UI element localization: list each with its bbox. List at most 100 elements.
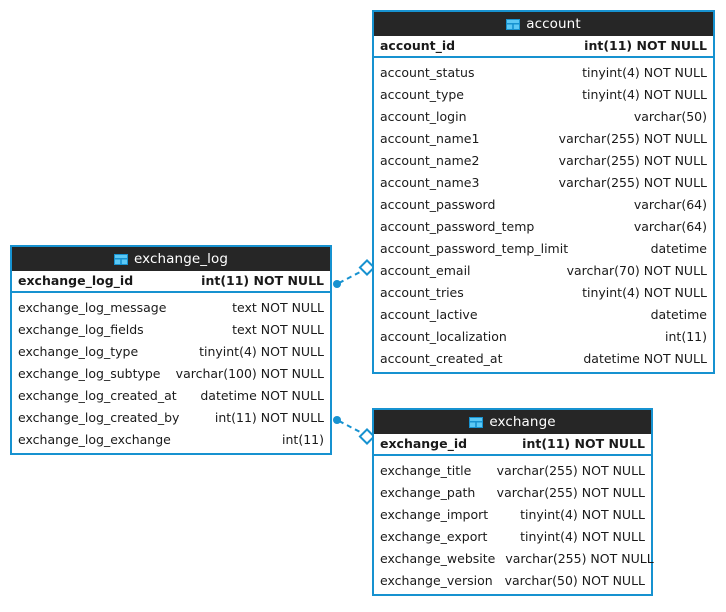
entity-table-account[interactable]: account account_id int(11) NOT NULL acco… — [372, 10, 715, 374]
table-row[interactable]: account_type tinyint(4) NOT NULL — [374, 83, 713, 105]
field-name: account_email — [380, 262, 471, 278]
field-name: account_name1 — [380, 130, 480, 146]
field-name: exchange_log_created_by — [18, 409, 180, 425]
field-name: exchange_log_type — [18, 343, 139, 359]
field-name: account_localization — [380, 328, 507, 344]
relationship-line — [338, 269, 365, 284]
field-name: account_password_temp_limit — [380, 240, 569, 256]
field-type: tinyint(4) NOT NULL — [582, 284, 707, 300]
field-name: exchange_title — [380, 462, 472, 478]
relationship-exchange_log-account — [333, 259, 376, 288]
table-row[interactable]: account_email varchar(70) NOT NULL — [374, 259, 713, 281]
field-name: account_type — [380, 86, 464, 102]
table-row[interactable]: exchange_log_created_at datetime NOT NUL… — [12, 384, 330, 406]
field-type: varchar(50) NOT NULL — [504, 572, 645, 588]
table-row[interactable]: account_password varchar(64) — [374, 193, 713, 215]
entity-primary-key-row-exchange[interactable]: exchange_id int(11) NOT NULL — [374, 434, 651, 456]
table-row[interactable]: exchange_import tinyint(4) NOT NULL — [374, 503, 651, 525]
field-name: account_status — [380, 64, 475, 80]
field-type: datetime NOT NULL — [200, 387, 324, 403]
table-row[interactable]: account_name1 varchar(255) NOT NULL — [374, 127, 713, 149]
field-type: datetime NOT NULL — [583, 350, 707, 366]
table-row[interactable]: account_localization int(11) — [374, 325, 713, 347]
table-row[interactable]: exchange_log_fields text NOT NULL — [12, 318, 330, 340]
field-name: exchange_website — [380, 550, 496, 566]
field-name: exchange_log_message — [18, 299, 167, 315]
field-type: tinyint(4) NOT NULL — [582, 86, 707, 102]
field-name: exchange_log_fields — [18, 321, 144, 337]
table-row[interactable]: exchange_version varchar(50) NOT NULL — [374, 569, 651, 591]
entity-field-list-exchange: exchange_title varchar(255) NOT NULL exc… — [374, 456, 654, 594]
field-name: account_lactive — [380, 306, 478, 322]
entity-title-exchange: exchange — [489, 414, 556, 430]
table-row[interactable]: exchange_path varchar(255) NOT NULL — [374, 481, 651, 503]
entity-field-list-account: account_status tinyint(4) NOT NULL accou… — [374, 58, 713, 372]
field-type: varchar(255) NOT NULL — [505, 550, 654, 566]
pk-field-name: exchange_log_id — [18, 273, 134, 288]
pk-field-type: int(11) NOT NULL — [584, 38, 707, 53]
table-row[interactable]: exchange_log_exchange int(11) — [12, 428, 330, 450]
field-type: tinyint(4) NOT NULL — [520, 528, 645, 544]
field-type: tinyint(4) NOT NULL — [199, 343, 324, 359]
table-row[interactable]: account_password_temp_limit datetime — [374, 237, 713, 259]
pk-field-type: int(11) NOT NULL — [201, 273, 324, 288]
entity-table-exchange_log[interactable]: exchange_log exchange_log_id int(11) NOT… — [10, 245, 332, 455]
table-row[interactable]: exchange_log_subtype varchar(100) NOT NU… — [12, 362, 330, 384]
field-type: varchar(255) NOT NULL — [558, 152, 707, 168]
field-name: exchange_import — [380, 506, 489, 522]
field-name: account_name2 — [380, 152, 480, 168]
table-row[interactable]: account_lactive datetime — [374, 303, 713, 325]
relationship-exchange_log-exchange — [333, 416, 376, 445]
table-row[interactable]: account_status tinyint(4) NOT NULL — [374, 61, 713, 83]
field-type: varchar(64) — [633, 218, 707, 234]
field-name: account_password — [380, 196, 496, 212]
pk-field-type: int(11) NOT NULL — [522, 436, 645, 451]
table-row[interactable]: exchange_log_message text NOT NULL — [12, 296, 330, 318]
table-row[interactable]: account_created_at datetime NOT NULL — [374, 347, 713, 369]
entity-title-exchange_log: exchange_log — [133, 251, 229, 267]
field-name: exchange_version — [380, 572, 493, 588]
table-row[interactable]: account_password_temp varchar(64) — [374, 215, 713, 237]
entity-header-exchange: exchange — [374, 410, 651, 434]
field-name: account_password_temp — [380, 218, 535, 234]
table-row[interactable]: account_name2 varchar(255) NOT NULL — [374, 149, 713, 171]
relationship-endpoint-dot — [333, 416, 341, 424]
table-icon — [469, 416, 484, 428]
field-name: exchange_log_exchange — [18, 431, 171, 447]
table-row[interactable]: account_login varchar(50) — [374, 105, 713, 127]
field-type: varchar(70) NOT NULL — [566, 262, 707, 278]
table-row[interactable]: exchange_log_type tinyint(4) NOT NULL — [12, 340, 330, 362]
table-row[interactable]: exchange_export tinyint(4) NOT NULL — [374, 525, 651, 547]
field-name: account_created_at — [380, 350, 503, 366]
entity-header-exchange_log: exchange_log — [12, 247, 330, 271]
field-name: exchange_export — [380, 528, 488, 544]
field-type: int(11) — [282, 431, 324, 447]
entity-primary-key-row-exchange_log[interactable]: exchange_log_id int(11) NOT NULL — [12, 271, 330, 293]
entity-primary-key-row-account[interactable]: account_id int(11) NOT NULL — [374, 36, 713, 58]
entity-field-list-exchange_log: exchange_log_message text NOT NULL excha… — [12, 293, 330, 453]
table-row[interactable]: account_name3 varchar(255) NOT NULL — [374, 171, 713, 193]
field-type: datetime — [650, 306, 707, 322]
table-icon — [113, 253, 128, 265]
field-name: exchange_log_created_at — [18, 387, 177, 403]
field-name: account_tries — [380, 284, 464, 300]
entity-table-exchange[interactable]: exchange exchange_id int(11) NOT NULL ex… — [372, 408, 654, 596]
field-type: varchar(255) NOT NULL — [496, 484, 645, 500]
field-name: account_name3 — [380, 174, 480, 190]
field-type: tinyint(4) NOT NULL — [520, 506, 645, 522]
table-row[interactable]: exchange_log_created_by int(11) NOT NULL — [12, 406, 330, 428]
field-name: exchange_path — [380, 484, 476, 500]
field-name: exchange_log_subtype — [18, 365, 161, 381]
table-icon — [506, 18, 521, 30]
table-row[interactable]: exchange_website varchar(255) NOT NULL — [374, 547, 654, 569]
field-name: account_login — [380, 108, 467, 124]
field-type: varchar(255) NOT NULL — [558, 130, 707, 146]
table-row[interactable]: account_tries tinyint(4) NOT NULL — [374, 281, 713, 303]
pk-field-name: account_id — [380, 38, 456, 53]
entity-header-account: account — [374, 12, 713, 36]
field-type: varchar(64) — [633, 196, 707, 212]
table-row[interactable]: exchange_title varchar(255) NOT NULL — [374, 459, 651, 481]
field-type: varchar(100) NOT NULL — [175, 365, 324, 381]
field-type: varchar(255) NOT NULL — [496, 462, 645, 478]
field-type: text NOT NULL — [232, 299, 324, 315]
